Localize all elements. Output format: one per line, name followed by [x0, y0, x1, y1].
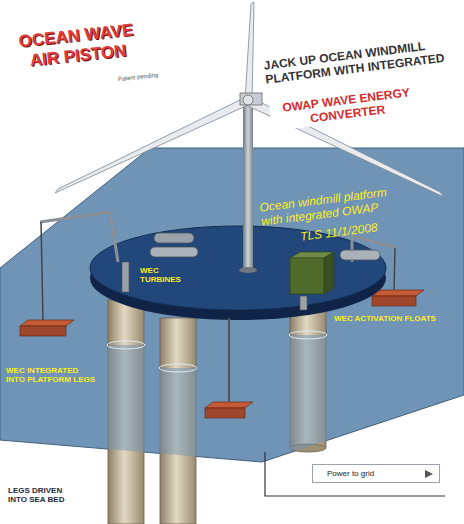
rotor-hub [243, 95, 253, 105]
leg-pipe [300, 296, 307, 310]
patent-note: Patent pending [118, 72, 159, 83]
activation-float [20, 320, 74, 326]
rotor-blade [245, 2, 254, 100]
wec-turbine [154, 233, 194, 243]
float-rod [394, 248, 395, 291]
float-rod [228, 318, 230, 403]
activation-float [205, 402, 253, 408]
heading-label: OWAP WAVE ENERGY CONVERTER [269, 85, 425, 131]
crane-post [110, 212, 118, 262]
activation-float [372, 296, 416, 306]
grid-frame [265, 452, 445, 496]
wind-tower [243, 100, 253, 270]
underwater-shade [289, 335, 327, 450]
equipment-shed [324, 252, 334, 294]
crane-arm [352, 236, 396, 248]
activation-float [20, 326, 66, 336]
arrow-symbol [425, 470, 433, 478]
platform-leg [160, 318, 196, 524]
wec-turbine [150, 247, 198, 257]
arrow-symbol [425, 470, 433, 478]
nacelle [240, 93, 262, 105]
rotor-blade [55, 98, 248, 193]
activation-float [205, 408, 245, 418]
equipment-shed [290, 258, 324, 294]
leg-pipe [122, 262, 129, 292]
part-label: WEC INTEGRATED INTO PLATFORM LEGS [6, 366, 99, 384]
underwater-shade [107, 345, 145, 524]
output-box: Power to grid [312, 464, 440, 483]
title-text: OCEAN WAVE AIR PISTON [10, 19, 143, 71]
underwater-shade [159, 368, 197, 524]
part-label: WEC TURBINES [140, 266, 186, 284]
waterline [159, 364, 197, 372]
crane-arm [40, 212, 110, 222]
waterline [289, 331, 327, 339]
float-rod [41, 222, 43, 321]
waterline [107, 341, 145, 349]
box-text: Power to grid [327, 469, 419, 478]
part-label: WEC ACTIVATION FLOATS [334, 314, 436, 323]
platform-leg [108, 300, 144, 524]
activation-float [372, 290, 424, 296]
heading-label: JACK UP OCEAN WINDMILL PLATFORM WITH INT… [261, 36, 459, 87]
sea-surface [0, 148, 464, 462]
wec-turbine [340, 250, 380, 260]
part-label: LEGS DRIVEN INTO SEA BED [8, 486, 74, 504]
tower-base [239, 267, 257, 273]
